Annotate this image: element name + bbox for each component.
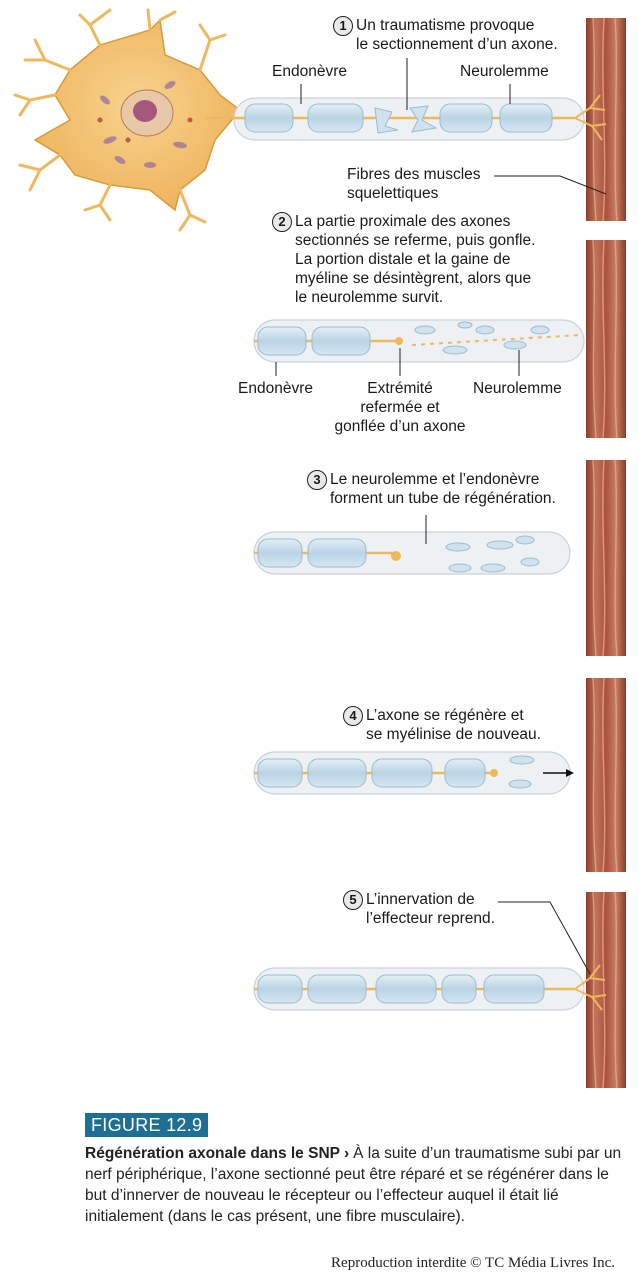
figure-caption: FIGURE 12.9 Régénération axonale dans le… <box>85 1113 625 1227</box>
muscle-fiber-1 <box>586 17 626 222</box>
label-endoneurium-2: Endonèvre <box>238 380 313 397</box>
step-number: 1 <box>333 16 353 36</box>
label-muscle-fibers: Fibres des muscles squelettiques <box>347 166 481 202</box>
step-number: 3 <box>307 470 327 490</box>
muscle-fiber-5 <box>586 891 626 1089</box>
step-text: Un traumatisme provoque le sectionnement… <box>356 17 558 53</box>
caption-arrow-icon: › <box>343 1145 350 1162</box>
caption-text: À la suite d’un traumatisme subi par un … <box>85 1145 622 1225</box>
step-text: La partie proximale des axones sectionné… <box>295 213 536 306</box>
step-text: Le neurolemme et l’endonèvre forment un … <box>330 471 556 507</box>
muscle-fiber-4 <box>586 677 626 873</box>
step-number: 2 <box>272 212 292 232</box>
copyright-notice: Reproduction interdite © TC Média Livres… <box>331 1255 615 1271</box>
caption-body: Régénération axonale dans le SNP›À la su… <box>85 1143 625 1227</box>
step-text: L’axone se régénère et se myélinise de n… <box>366 707 541 743</box>
step-text: L’innervation de l’effecteur reprend. <box>366 891 495 927</box>
axon-stage-2 <box>253 319 585 363</box>
muscle-fiber-3 <box>586 459 626 657</box>
caption-title: Régénération axonale dans le SNP <box>85 1145 340 1162</box>
label-endoneurium-1: Endonèvre <box>272 63 347 80</box>
muscle-fiber-2 <box>586 239 626 439</box>
label-sealed-axon-end: Extrémité refermée et gonflée d’un axone <box>334 380 466 435</box>
axon-stage-4 <box>253 751 574 795</box>
muscle-fibers <box>586 17 626 1089</box>
step-number: 5 <box>343 890 363 910</box>
step-number: 4 <box>343 706 363 726</box>
axon-regeneration-diagram <box>13 8 626 1089</box>
axon-stage-5 <box>253 964 607 1011</box>
label-neurolemma-1: Neurolemme <box>460 63 549 80</box>
axon-stage-3 <box>253 531 571 575</box>
label-neurolemma-2: Neurolemme <box>473 380 562 397</box>
leader-lines <box>275 58 607 975</box>
neuron-cell-body <box>13 8 242 232</box>
figure-badge: FIGURE 12.9 <box>85 1113 209 1137</box>
axon-stage-1 <box>205 94 607 141</box>
